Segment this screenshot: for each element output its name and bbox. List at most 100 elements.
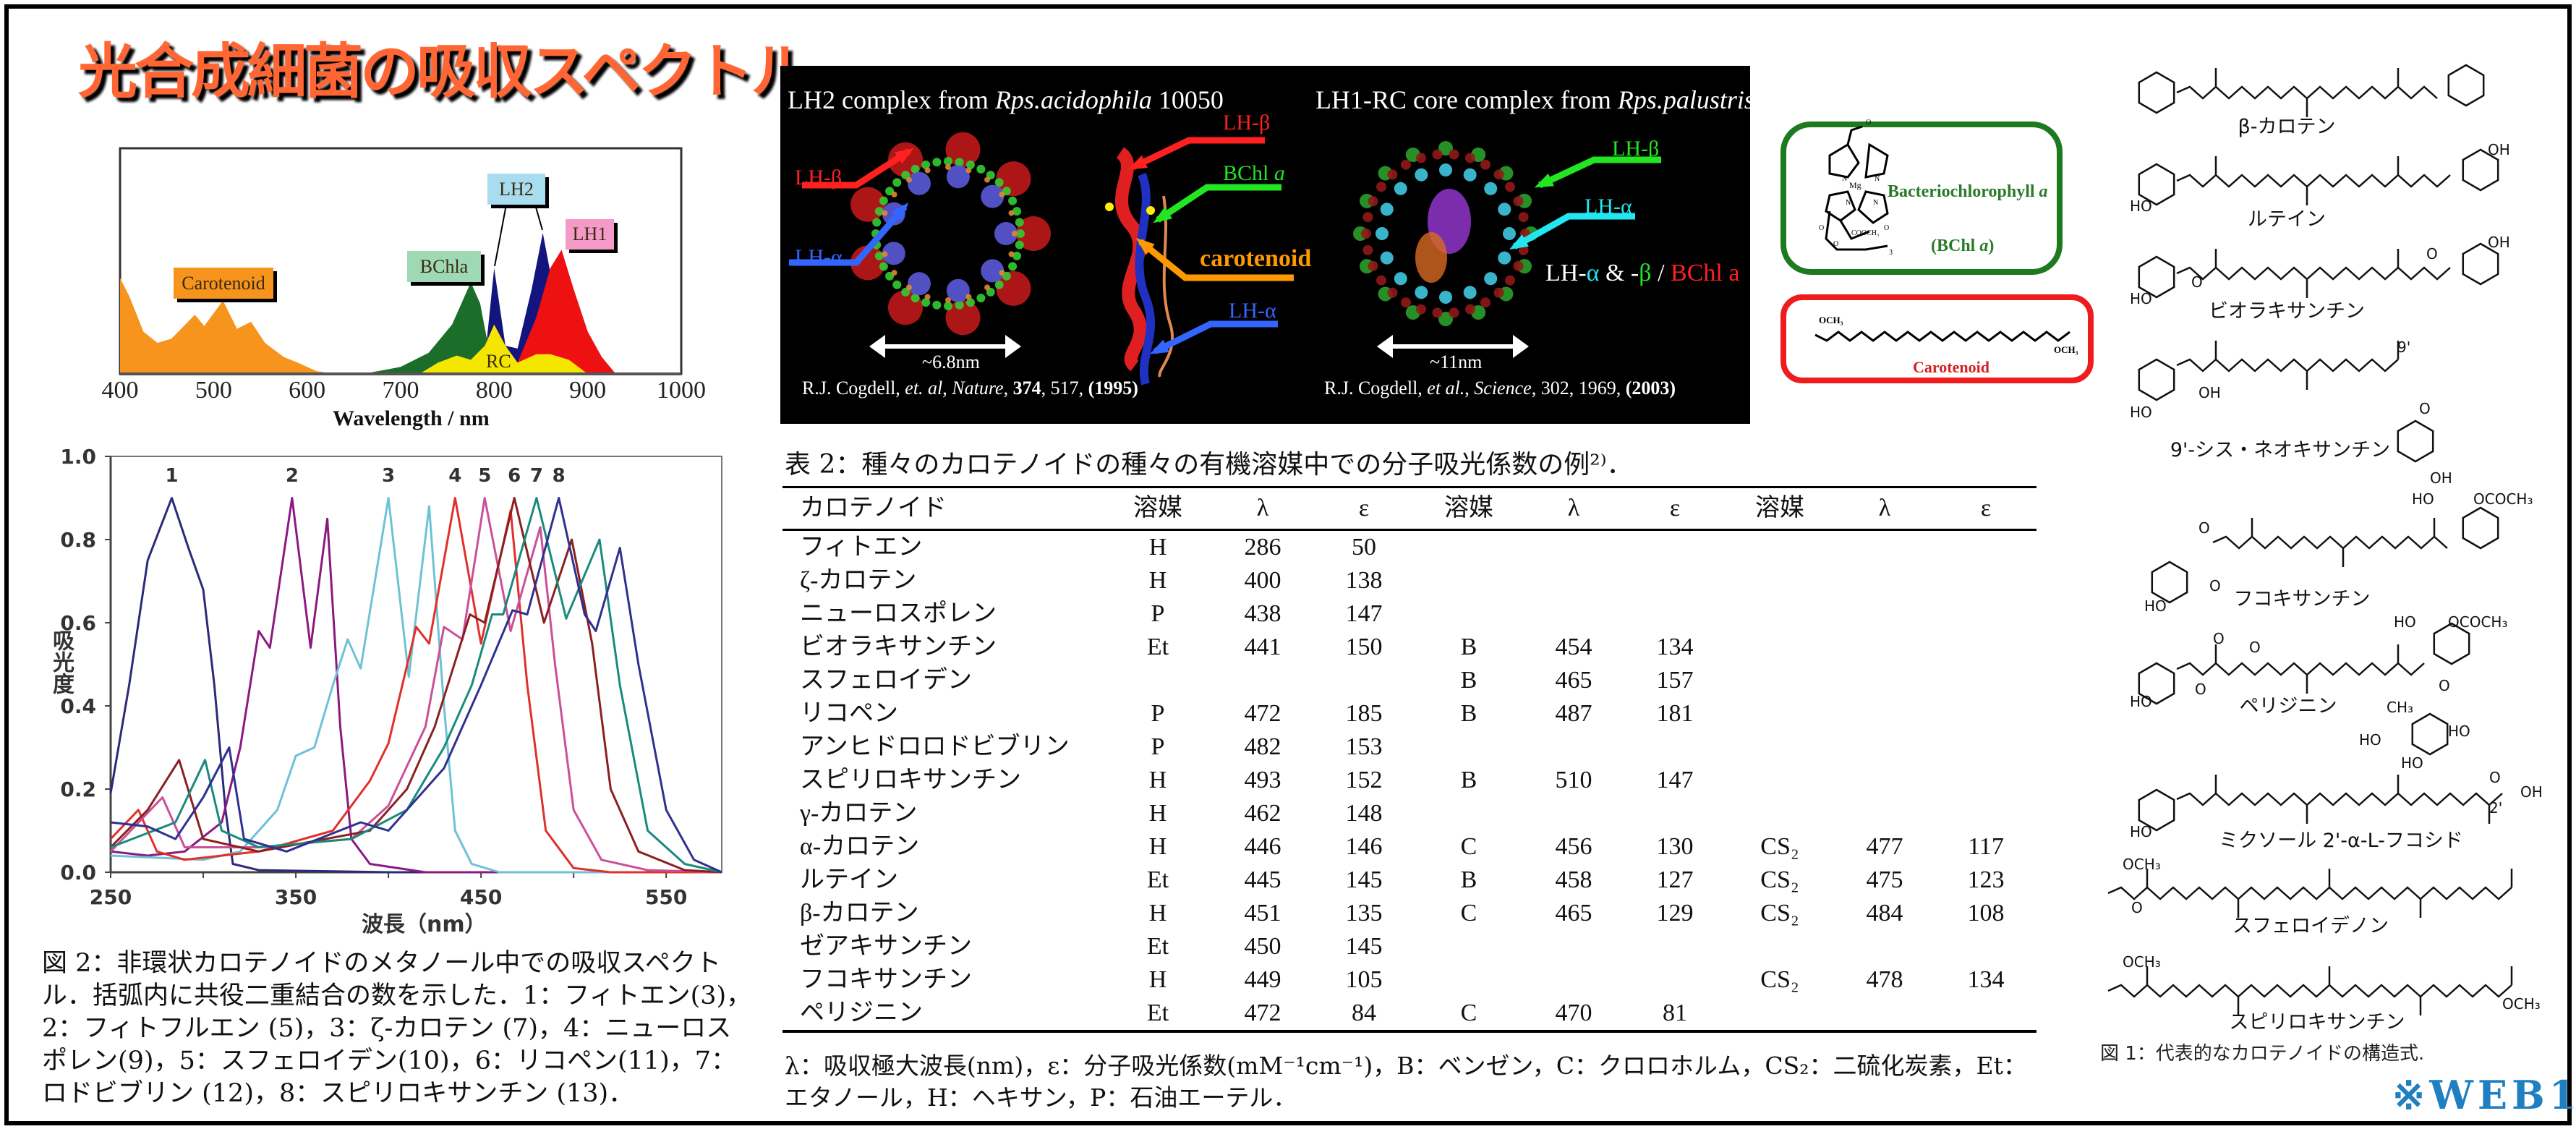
slide-title: 光合成細菌の吸収スペクトル [78, 38, 810, 106]
value-cell: 148 [1345, 800, 1383, 827]
bchl-molecule [892, 280, 902, 289]
column-header: λ [1256, 495, 1269, 521]
carotenoid-name-cell: フコキサンチン [800, 966, 972, 993]
value-cell [1726, 530, 1834, 565]
lh1-ring [1493, 287, 1504, 298]
lh1-ring [1362, 244, 1373, 255]
pointer-arrow [1153, 320, 1278, 355]
value-cell: 470 [1523, 997, 1624, 1033]
top-chart-xlabel: Wavelength / nm [333, 406, 490, 430]
carotenoid-molecule [984, 284, 991, 291]
structure-label: フコキサンチン [2233, 588, 2371, 610]
bchl-molecule [874, 251, 884, 260]
bchl-molecule [932, 300, 942, 310]
value-cell: 441 [1244, 634, 1281, 660]
value-cell [1624, 797, 1726, 830]
carotenoid-molecule [1008, 251, 1015, 257]
value-cell: B [1460, 866, 1477, 893]
value-cell: 153 [1345, 733, 1383, 760]
bchl-molecule [879, 196, 888, 205]
value-cell: Et [1104, 997, 1212, 1033]
scale-label-left: ~6.8nm [922, 352, 980, 372]
value-cell: 147 [1656, 767, 1694, 793]
value-cell: 81 [1624, 997, 1726, 1033]
value-cell: B [1460, 667, 1477, 694]
value-cell: CS₂ [1760, 833, 1799, 860]
carotenoid-molecule [999, 191, 1005, 197]
bchl-molecule [874, 207, 884, 216]
value-cell [1935, 997, 2037, 1033]
value-cell: 108 [1967, 900, 2005, 926]
value-cell: 147 [1345, 600, 1383, 627]
lh-alpha-core [1380, 251, 1394, 265]
value-cell [1834, 997, 1935, 1033]
label-lh-alpha-core: LH-α [1585, 195, 1632, 218]
structure-label: スフェロイデノン [2232, 915, 2389, 937]
value-cell: 123 [1967, 866, 2005, 893]
figure-1-caption: 図 1：代表的なカロテノイドの構造式. [2100, 1043, 2425, 1065]
caption-line: ロドビブリン (12)，8：スピリロキサンチン (13)． [42, 1079, 634, 1108]
lh1-ring [1401, 297, 1411, 308]
carotenoid-molecule [905, 176, 912, 183]
annotation-lh1: LH1 [566, 219, 614, 250]
value-cell: 145 [1345, 866, 1383, 893]
lh1-ring [1376, 182, 1387, 192]
arrow-head [1135, 237, 1155, 255]
value-cell: 510 [1555, 767, 1592, 793]
scale-arrow-head [869, 335, 885, 358]
lh-beta-helix [945, 300, 981, 336]
value-cell: 445 [1244, 866, 1281, 893]
carotenoid-name-cell: ζ-カロテン [800, 567, 917, 594]
arrow-head [1153, 207, 1172, 223]
cite-part: et al. [1427, 378, 1465, 399]
table-title: 表 2：種々のカロテノイドの種々の有機溶媒中での分子吸光係数の例²⁾． [785, 450, 1633, 480]
value-cell [1834, 797, 1935, 830]
pointer-arrow [802, 148, 911, 189]
cite-part: , [942, 378, 952, 399]
bchl-abbreviation: (BChl a) [1931, 236, 1994, 256]
caption-line: 図 2：非環状カロテノイドのメタノール中での吸収スペクト [42, 949, 721, 978]
carotenoid-name-cell: ビオラキサンチン [800, 634, 997, 660]
lh1-ring [1449, 307, 1459, 318]
carotenoid-name-cell: γ-カロテン [800, 800, 918, 827]
carotenoid-molecule [984, 176, 991, 183]
lh1-ring [1416, 153, 1427, 163]
figure-2-caption: 図 2：非環状カロテノイドのメタノール中での吸収スペクト ル．括弧内に共役二重結… [42, 947, 751, 1110]
cite-journal: Nature [952, 378, 1004, 399]
lh-beta-helix [945, 132, 981, 167]
carotenoid-box: Carotenoid [1780, 294, 2094, 383]
carotenoid-name-cell: β-カロテン [800, 900, 919, 926]
value-cell: B [1460, 767, 1477, 793]
annotation-bchla: BChla [407, 251, 481, 282]
value-cell [1726, 764, 1834, 797]
annotation-label: Carotenoid [182, 272, 265, 294]
structure-label: ルテイン [2248, 208, 2326, 231]
bchl-molecule [1012, 207, 1022, 216]
lh1-ring [1361, 229, 1371, 239]
value-cell [1726, 631, 1834, 664]
label-lh-beta-helix: LH-β [1223, 111, 1271, 135]
bchl-molecule [872, 218, 882, 227]
value-cell [1834, 764, 1935, 797]
label-lh-beta-core: LH-β [1612, 137, 1660, 161]
value-cell [1624, 963, 1726, 997]
value-cell: H [1148, 966, 1167, 993]
carotenoid-molecule [965, 294, 972, 300]
legend-beta: β [1639, 260, 1652, 286]
value-cell: 105 [1345, 966, 1383, 993]
lh1-ring [1401, 159, 1411, 170]
lh1-ring [1480, 159, 1490, 170]
bchl-name-italic: a [2039, 182, 2048, 201]
legend-bchl: BChl a [1671, 260, 1740, 286]
bchl-molecule [1016, 229, 1025, 238]
carotenoid-molecule [924, 167, 931, 174]
citation-left: R.J. Cogdell, et. al, Nature, 374, 517, … [802, 378, 1138, 399]
lh-alpha-helix [882, 242, 905, 265]
lh-alpha-core [1415, 168, 1428, 182]
value-cell: 84 [1313, 997, 1415, 1033]
slide-frame [4, 4, 2572, 1125]
value-cell [1415, 730, 1523, 764]
